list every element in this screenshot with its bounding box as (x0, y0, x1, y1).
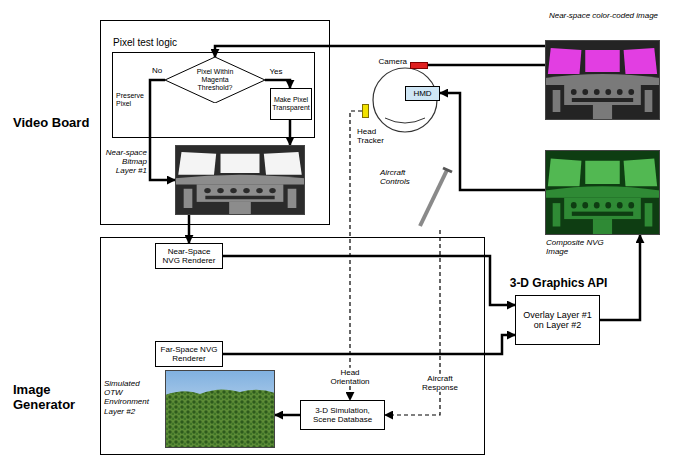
region-box: Image GeneratorNear-Space NVG RendererFa… (100, 237, 485, 455)
box-label: Make Pixel Transparent (272, 96, 309, 112)
bitmap-image (175, 145, 305, 215)
renderer-box: Near-Space NVG Renderer (155, 243, 223, 269)
box-label: HMD (413, 89, 431, 98)
edge-label: Head Orientation (318, 368, 382, 386)
connector (428, 64, 545, 67)
process-box: Make Pixel Transparent (270, 88, 312, 120)
control-stick: Aircraft Controls (380, 166, 450, 230)
decision-diamond: Pixel Within Magenta Threshold? (165, 57, 265, 103)
caption: 3-D Graphics API (506, 277, 611, 291)
caption: Camera (370, 57, 407, 66)
image-panel: Simulated OTW Environment Layer #2 (165, 370, 275, 448)
illustration-part (385, 118, 425, 123)
box-label: Near-Space NVG Renderer (158, 247, 220, 265)
illustration-part (165, 370, 275, 448)
region-box: Video BoardPixel test logicPixel Within … (100, 20, 330, 225)
connector (150, 80, 175, 180)
diamond-shape (165, 57, 265, 103)
flow-note: Preserve Pixel (114, 92, 152, 108)
illustration-part (420, 170, 447, 226)
control-stick (420, 168, 452, 226)
image-panel: Near-space Bitmap Layer #1 (175, 145, 305, 215)
box-label: 3-D Simulation, Scene Database (303, 406, 382, 424)
caption: Composite NVG Image (546, 238, 616, 256)
edge-label: No (150, 66, 164, 75)
connector (350, 111, 362, 400)
image-panel: Composite NVG Image (545, 150, 660, 235)
cockpit-picture (175, 145, 305, 215)
box-label: Overlay Layer #1 on Layer #2 (518, 310, 597, 331)
camera-block: Camera (410, 62, 428, 69)
hmd-box: HMD (405, 86, 440, 101)
caption: Aircraft Controls (380, 168, 418, 186)
cockpit-picture (545, 40, 660, 120)
illustration-part (443, 168, 452, 172)
tracker-block: Head Tracker (362, 104, 369, 118)
connector (265, 80, 290, 88)
illustration-part (165, 389, 275, 448)
caption: Head Tracker (357, 127, 397, 145)
edge-label: Yes (267, 67, 284, 76)
caption: Near-space Bitmap Layer #1 (103, 148, 147, 176)
box-label: Far-Space NVG Renderer (158, 345, 220, 363)
renderer-box: Far-Space NVG Renderer (155, 341, 223, 367)
nvg-image (545, 150, 660, 235)
caption: Video Board (13, 116, 93, 131)
cockpit-picture (545, 150, 660, 235)
caption: Near-space color-coded image (546, 11, 661, 20)
connector (440, 93, 545, 190)
image-panel: Near-space color-coded image (545, 40, 660, 120)
connector (223, 256, 515, 305)
connector (275, 414, 300, 417)
connector (289, 120, 292, 145)
connector (223, 335, 515, 354)
otw-terrain (165, 370, 275, 448)
caption: Pixel test logic (113, 37, 213, 49)
edge-label: Aircraft Response (408, 374, 472, 392)
process-box: 3-D Simulation, Scene Database (300, 400, 385, 430)
box-label: Pixel Within Magenta Threshold? (189, 68, 241, 92)
connector (188, 215, 191, 243)
magenta-image (545, 40, 660, 120)
caption: Simulated OTW Environment Layer #2 (104, 379, 160, 416)
process-box: 3-D Graphics APIOverlay Layer #1 on Laye… (515, 295, 600, 345)
caption: Image Generator (13, 383, 93, 413)
